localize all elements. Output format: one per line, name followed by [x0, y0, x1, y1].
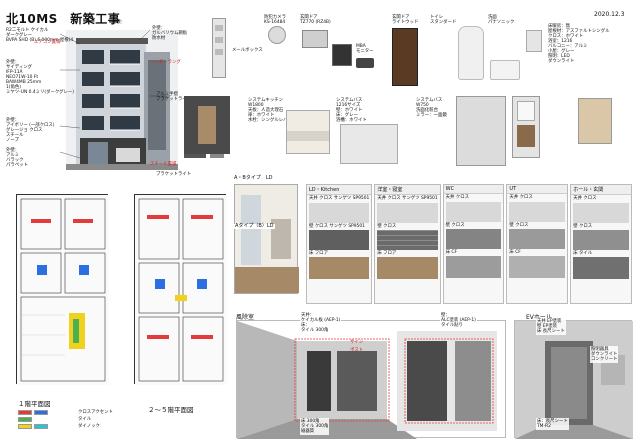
hall-notes: 天井 EP塗装 壁 EP塗装 床 長尺シート [536, 318, 566, 335]
faucet-image [526, 30, 542, 52]
entrance-title: 風除室 [236, 314, 255, 321]
hall-rendering [514, 320, 633, 439]
entrance-rendering [236, 320, 506, 439]
entrance-notes: 天井： ケイカル板 (AEP-1) 床： タイル 300角 [300, 312, 342, 334]
legend-swatch-cyan [34, 424, 48, 429]
hall-title: EVホール [526, 312, 552, 321]
floor-plan-1-title: １階平面図 [18, 400, 51, 408]
top-item-camera: 防犯カメラ KS-16484 [264, 15, 286, 25]
bath-spec: システムバス 1216サイズ 壁：ホワイト 床：グレー 浴槽：ホワイト [336, 98, 367, 123]
spec-list: 床暖房：無 屋根材：アスファルトシングル クロス：ホワイト 浴室：1216 バル… [548, 24, 610, 64]
top-item-door: 玄関ドア TZ770 (RZ4B) [300, 15, 331, 25]
room-photo-label: A・Bタイプ LD [234, 175, 273, 181]
finish-col-wc: WC 天井 クロス 壁 クロス 床 CF [442, 184, 505, 304]
exterior-notes-rightbottom: ブラケットライト [156, 172, 192, 177]
finish-col-ut: UT 天井 クロス 壁 クロス 床 CF [506, 184, 569, 304]
room-photo [234, 184, 299, 294]
washer-image [456, 96, 506, 166]
finish-table: LD・Kitchen 天井 クロス サンゲツ SP9501 壁 クロス サンゲツ… [306, 184, 633, 304]
bath-image [340, 124, 398, 164]
room-photo-caption: Aタイプ（B）LD [234, 223, 275, 229]
exterior-red-label-2: ヘッダーラング [150, 60, 181, 65]
legend-label-2: タイル [78, 417, 92, 422]
floor-plan-1 [16, 194, 109, 385]
floor-plan-2 [134, 194, 227, 385]
exterior-notes-rightmid: アルミ手摺 ブラケットライト [156, 92, 192, 102]
mba-image [356, 58, 374, 68]
corridor-image [184, 96, 230, 154]
exterior-notes-topleft: R2二モルト ケイカル ダークグレー BVPA SHD (B) 6,000mm … [6, 28, 74, 43]
kitchen-image [286, 110, 330, 154]
floor-plan-2-title: ２～５階平面図 [148, 406, 194, 414]
entrance-door-image [392, 28, 418, 86]
top-item-entrance-door: 玄関ドア ライトウッド [392, 15, 419, 25]
toilet-image [458, 26, 484, 80]
top-item-toilet: トイレ スタンダード [430, 15, 457, 25]
legend-swatch-yellow [18, 424, 32, 429]
exterior-notes-right: 外壁： ガルバリウム鋼板 防水材 [152, 26, 188, 41]
intercom-image [332, 44, 352, 66]
entrance-red-note-2: ポスト [350, 348, 364, 353]
hall-bottom-notes: 床：長尺シート TM-R2 [536, 418, 569, 430]
legend-label-3: ダイノック [78, 424, 100, 429]
vanity-spec: システムバス W750 洗面化粧台 ミラー：一面鏡 [416, 98, 447, 118]
kitchen-spec: システムキッチン W1800 天板：人造大理石 扉：ホワイト 水栓：シングルレバ… [248, 98, 292, 123]
door-handle-image [302, 30, 328, 48]
sink-image [490, 60, 520, 80]
page-title: 北10MS 新築工事 [6, 12, 121, 26]
finish-col-ld: LD・Kitchen 天井 クロス サンゲツ SP9501 壁 クロス サンゲツ… [306, 184, 373, 304]
shelf-image [578, 98, 612, 144]
vanity-image [512, 96, 540, 158]
legend-swatch-blue [34, 410, 48, 415]
top-item-vanity: 洗面 パナソニック [488, 15, 515, 25]
exterior-notes-top: 屋根： [112, 20, 126, 25]
exterior-notes-midleft: 外壁： サイディング IFP-11A NEO71W-10 Ft BAW4MB 2… [6, 60, 75, 95]
hall-right-notes: 照明器具 ダウンライト コンクリート [590, 346, 619, 363]
entrance-notes-right: 壁： ALC塗装 (AEP-1) タイル貼り [440, 312, 477, 329]
exterior-red-label-3: スチール置場 [150, 162, 177, 167]
legend-label-1: クロスアクセント [78, 410, 113, 415]
exterior-notes-lowerleft: 外壁： アイボリー (一部クロス) グレージョ クロス スチール ノープ [6, 118, 55, 143]
legend-swatch-green [18, 417, 32, 422]
top-item-mba: MBA モニター [356, 44, 374, 54]
exterior-notes-bottomleft: 外壁： アルミ バラック パラペット [6, 148, 28, 168]
entrance-red-note-1: サイン [350, 340, 364, 345]
entrance-bottom-notes: 床 300角 タイル 300角 磁器質 [300, 418, 330, 435]
camera-image [268, 26, 286, 44]
legend-swatch-red [18, 410, 32, 415]
post-image [212, 18, 226, 78]
finish-col-hall: ホール・玄関 天井 クロス 壁 クロス 床 タイル [570, 184, 633, 304]
exterior-red-label-1: エアコン置場 [34, 40, 61, 45]
finish-col-bedroom: 洋室・寝室 天井 クロス サンゲツ SP9501 壁 クロス 床 フロア [374, 184, 441, 304]
page-date: 2020.12.3 [594, 11, 625, 18]
top-item-post: メールボックス [232, 48, 263, 53]
legend: クロスアクセント タイル ダイノック [18, 410, 113, 429]
exterior-rendering [66, 30, 178, 170]
